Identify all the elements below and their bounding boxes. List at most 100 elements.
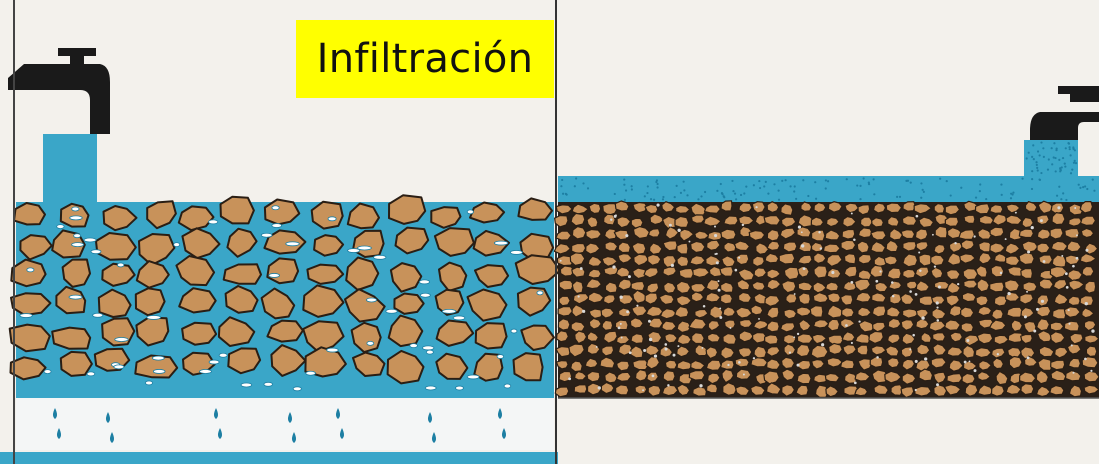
- fine-rock: [914, 228, 929, 241]
- water-speckle: [652, 198, 656, 201]
- pore-speckle: [595, 346, 598, 348]
- fine-rock: [1049, 265, 1068, 279]
- fine-rock: [571, 242, 587, 255]
- fine-rock: [630, 333, 644, 345]
- fine-rock: [931, 295, 946, 305]
- fine-rock: [810, 216, 825, 227]
- fine-rock: [932, 371, 947, 384]
- coarse-rock: [346, 202, 380, 230]
- water-speckle: [1063, 162, 1066, 165]
- fine-rock: [751, 280, 766, 291]
- fine-rock: [690, 282, 707, 294]
- fine-rock: [900, 319, 915, 331]
- coarse-rock: [175, 255, 216, 287]
- fine-rock: [943, 384, 962, 396]
- pore-speckle: [788, 351, 792, 354]
- pore-speckle: [936, 383, 939, 387]
- water-speckle: [646, 185, 649, 188]
- fine-rock: [766, 240, 781, 251]
- fine-rock: [989, 242, 1006, 254]
- fine-rock: [814, 384, 829, 398]
- pore-speckle: [845, 324, 848, 327]
- fine-rock: [588, 308, 604, 319]
- dry-zone: [558, 398, 1099, 464]
- pore-speckle: [758, 317, 760, 320]
- fine-rock: [555, 230, 572, 241]
- water-bubble: [43, 369, 52, 375]
- coarse-rock: [178, 287, 217, 314]
- fine-rock: [930, 357, 947, 369]
- fine-rock: [738, 330, 754, 343]
- pore-speckle: [619, 322, 622, 325]
- fine-rock: [990, 384, 1005, 397]
- fine-rock: [586, 370, 601, 383]
- fine-rock: [900, 386, 915, 399]
- fine-rock: [679, 228, 695, 242]
- fine-rock: [604, 371, 619, 384]
- water-speckle: [1068, 146, 1071, 149]
- fine-rock: [902, 308, 920, 319]
- fine-rock: [557, 318, 571, 331]
- water-bubble: [173, 242, 181, 248]
- fine-rock: [780, 356, 796, 370]
- pore-speckle: [719, 316, 723, 319]
- pore-speckle: [1057, 206, 1061, 210]
- water-speckle: [920, 182, 923, 185]
- fine-rock: [599, 356, 616, 369]
- fine-rock: [930, 266, 944, 280]
- fine-rock: [870, 241, 886, 253]
- water-speckle: [949, 194, 952, 197]
- pore-speckle: [699, 384, 703, 388]
- fine-rock: [869, 356, 884, 368]
- fine-rock: [720, 200, 733, 212]
- fine-rock: [781, 384, 796, 397]
- water-speckle: [845, 178, 848, 181]
- fine-rock: [646, 282, 660, 294]
- fine-rock: [664, 226, 680, 240]
- fine-rock: [632, 201, 648, 214]
- water-speckle: [1046, 168, 1050, 171]
- fine-rock: [738, 318, 753, 329]
- fine-rock: [750, 304, 764, 316]
- fine-rock: [889, 228, 904, 241]
- water-speckle: [1064, 147, 1067, 150]
- pore-speckle: [937, 285, 941, 289]
- fine-rock: [780, 216, 797, 228]
- water-drop: [110, 432, 114, 443]
- pore-speckle: [879, 270, 882, 273]
- water-bubble: [218, 352, 228, 358]
- fine-rock: [555, 204, 573, 215]
- pore-speckle: [875, 279, 879, 283]
- fine-rock: [692, 267, 710, 278]
- coarse-rock: [55, 285, 87, 315]
- fine-rock: [797, 281, 814, 292]
- water-speckle: [1036, 150, 1040, 153]
- fine-rock: [1069, 332, 1084, 345]
- fine-rock: [781, 368, 796, 382]
- fine-rock: [616, 216, 632, 229]
- pore-speckle: [891, 294, 895, 298]
- coarse-rock: [222, 263, 262, 285]
- fine-rock: [813, 319, 830, 329]
- fine-rock: [931, 307, 947, 320]
- fine-rock: [901, 332, 916, 346]
- fine-rock: [752, 319, 770, 331]
- fine-rock: [613, 229, 629, 241]
- fine-rock: [614, 319, 629, 331]
- coarse-rock: [438, 261, 468, 292]
- fine-rock: [871, 292, 887, 303]
- fine-rock: [813, 252, 827, 264]
- fine-rock: [869, 264, 884, 278]
- fine-rock: [663, 281, 677, 294]
- fine-rock: [900, 229, 916, 240]
- fine-rock: [634, 384, 648, 395]
- fine-rock: [780, 203, 794, 216]
- fine-rock: [991, 347, 1006, 359]
- water-bubble: [152, 369, 166, 374]
- fine-rock: [586, 331, 599, 342]
- pore-speckle: [1061, 254, 1064, 257]
- pore-speckle: [738, 256, 741, 259]
- pore-speckle: [1039, 219, 1043, 223]
- coarse-rock: [517, 197, 554, 221]
